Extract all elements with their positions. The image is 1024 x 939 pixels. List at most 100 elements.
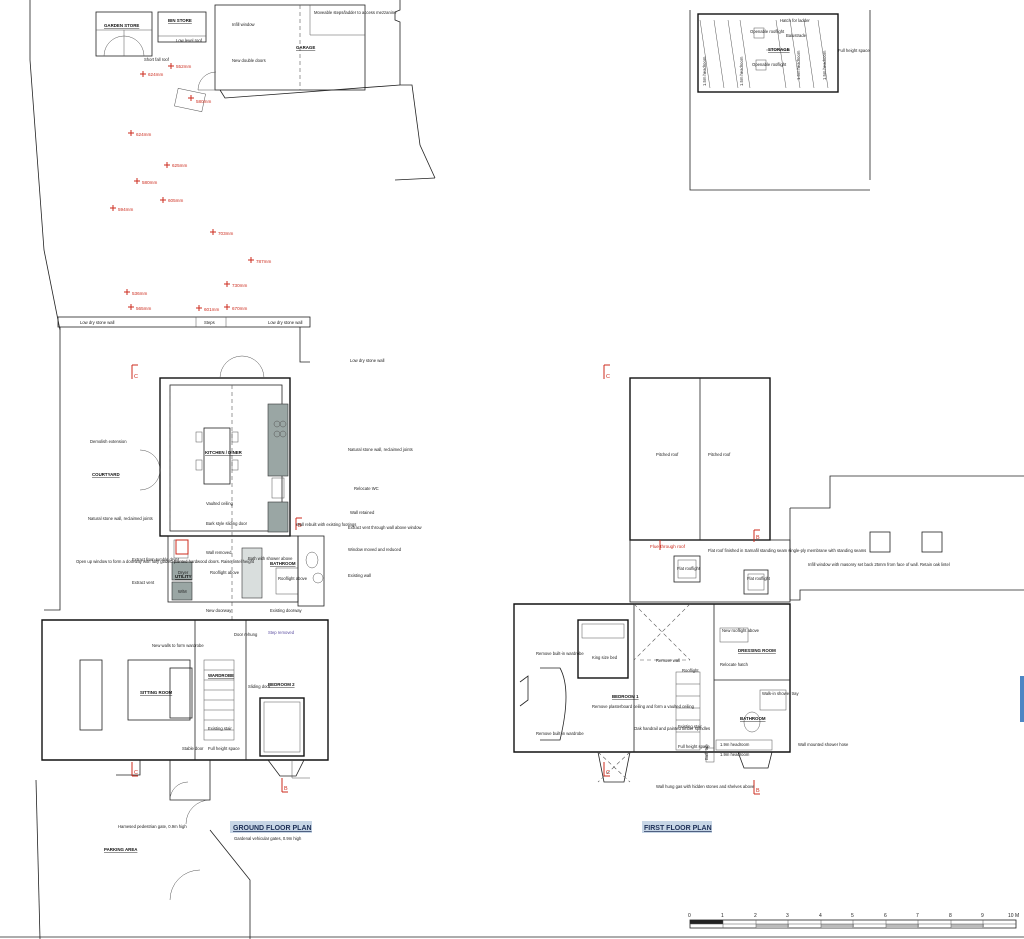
svg-text:624mm: 624mm [148,72,163,77]
ground-levels: 552mm 624mm 580mm 624mm 625mm 580mm 605m… [110,63,271,312]
svg-text:Natural stone wall, reclaimed: Natural stone wall, reclaimed joints [348,447,413,452]
svg-text:Wall mounted shower hose: Wall mounted shower hose [798,742,849,747]
svg-text:1.9m headroom: 1.9m headroom [720,752,750,757]
svg-text:Full height space: Full height space [208,746,240,751]
room-bedroom-1: BEDROOM 1 [612,694,639,699]
level-mark: 580mm [188,95,211,104]
room-kitchen-diner: KITCHEN / DINER [205,450,243,455]
svg-text:Dryer: Dryer [178,570,189,575]
svg-text:B: B [284,786,288,792]
level-mark: 624mm [140,71,163,77]
svg-text:Step removed: Step removed [268,630,295,635]
svg-text:580mm: 580mm [196,99,211,104]
svg-text:Hatch for ladder: Hatch for ladder [780,18,810,23]
svg-text:10 M: 10 M [1008,913,1019,919]
svg-text:Extract from tumble dryer: Extract from tumble dryer [132,557,180,562]
svg-text:Openable rooflight: Openable rooflight [750,29,785,34]
svg-text:4: 4 [819,913,822,919]
room-garden-store: GARDEN STORE [104,23,139,28]
svg-text:552mm: 552mm [176,64,191,69]
svg-text:Short fall roof: Short fall roof [144,57,170,62]
svg-text:Wall hung gas with hidden ston: Wall hung gas with hidden stones and she… [656,784,755,789]
level-mark: 601mm [196,305,219,312]
svg-text:9: 9 [981,913,984,919]
svg-text:Window moved and reduced: Window moved and reduced [348,547,402,552]
svg-text:Bark style sliding door: Bark style sliding door [206,521,248,526]
room-storage: STORAGE [768,47,790,52]
svg-text:Full height space: Full height space [678,744,710,749]
svg-text:Existing doorway: Existing doorway [270,608,303,613]
room-bathroom-ground: BATHROOM [270,561,296,566]
svg-text:Demolish extension: Demolish extension [90,439,127,444]
svg-text:Bath with shower above: Bath with shower above [248,556,293,561]
ground-floor-title: GROUND FLOOR PLAN [233,825,312,832]
svg-text:Remove wall: Remove wall [656,658,680,663]
svg-text:8: 8 [949,913,952,919]
first-floor-house [513,377,1024,783]
svg-text:1: 1 [721,913,724,919]
room-bathroom-first: BATHROOM [740,716,766,721]
svg-text:601mm: 601mm [204,307,219,312]
first-floor-storage [689,10,871,191]
svg-text:594mm: 594mm [118,207,133,212]
svg-text:2: 2 [754,913,757,919]
svg-text:0: 0 [688,913,691,919]
svg-text:1.5m headroom: 1.5m headroom [739,56,744,86]
svg-text:Pitched roof: Pitched roof [708,452,731,457]
svg-text:New rooflight above: New rooflight above [722,628,760,633]
svg-text:Pitched roof: Pitched roof [656,452,679,457]
svg-text:Oak handrail and painted timbe: Oak handrail and painted timber spindles [634,726,710,731]
svg-text:Flat rooflight: Flat rooflight [677,566,701,571]
svg-text:New doorway: New doorway [206,608,232,613]
level-mark: 625mm [164,162,187,168]
svg-text:C: C [606,374,610,380]
svg-text:Existing wall: Existing wall [348,573,371,578]
ground-room-labels: GARDEN STORE BIN STORE GARAGE COURTYARD … [92,18,315,852]
svg-text:536mm: 536mm [132,291,147,296]
first-room-labels: STORAGE BEDROOM 1 DRESSING ROOM BATHROOM [612,47,790,721]
svg-text:565mm: 565mm [136,306,151,311]
svg-text:Flat rooflight: Flat rooflight [747,576,771,581]
svg-text:Sliding door: Sliding door [248,684,271,689]
svg-text:Wall retained: Wall retained [350,510,375,515]
level-mark: 580mm [134,178,157,185]
svg-text:W/M: W/M [178,589,187,594]
first-title-bg [642,821,712,833]
room-bin-store: BIN STORE [168,18,192,23]
svg-text:Bath tub: Bath tub [704,744,709,760]
room-dressing-room: DRESSING ROOM [738,648,776,653]
level-mark: 552mm [168,63,191,69]
svg-text:C: C [606,770,610,776]
ground-floor-outbuildings [29,0,436,331]
svg-text:605mm: 605mm [168,198,183,203]
room-wardrobe: WARDROBE [208,673,234,678]
svg-text:703mm: 703mm [218,231,233,236]
room-courtyard: COURTYARD [92,472,120,477]
svg-text:625mm: 625mm [172,163,187,168]
svg-text:Extract vent: Extract vent [132,580,155,585]
svg-text:Infill window: Infill window [232,22,256,27]
first-floor-title: FIRST FLOOR PLAN [644,825,712,832]
svg-text:Remove plasterboard ceiling an: Remove plasterboard ceiling and form a v… [592,704,695,709]
level-mark: 787mm [248,257,271,264]
svg-text:Natural stone wall, reclaimed: Natural stone wall, reclaimed joints [88,516,153,521]
svg-text:King size bed: King size bed [592,655,618,660]
ground-notes: Infill window Moveable steps/ladder to a… [76,10,423,841]
svg-text:Balustrade: Balustrade [786,33,807,38]
first-section-markers: C C B B [603,364,760,795]
level-mark: 730mm [224,281,247,288]
svg-text:Low dry stone wall: Low dry stone wall [80,320,115,325]
ground-title-bg [230,821,312,833]
first-notes: Openable rooflight Hatch for ladder Balu… [536,18,950,789]
svg-text:3: 3 [786,913,789,919]
svg-text:B: B [756,788,760,794]
svg-text:5: 5 [851,913,854,919]
svg-text:Relocate WC: Relocate WC [354,486,379,491]
svg-text:Wall removed: Wall removed [206,550,232,555]
level-mark: 536mm [124,289,147,296]
svg-text:C: C [134,374,138,380]
room-utility: UTILITY [175,574,192,579]
svg-text:Rooflight above: Rooflight above [210,570,240,575]
svg-text:Openable rooflight: Openable rooflight [752,62,787,67]
